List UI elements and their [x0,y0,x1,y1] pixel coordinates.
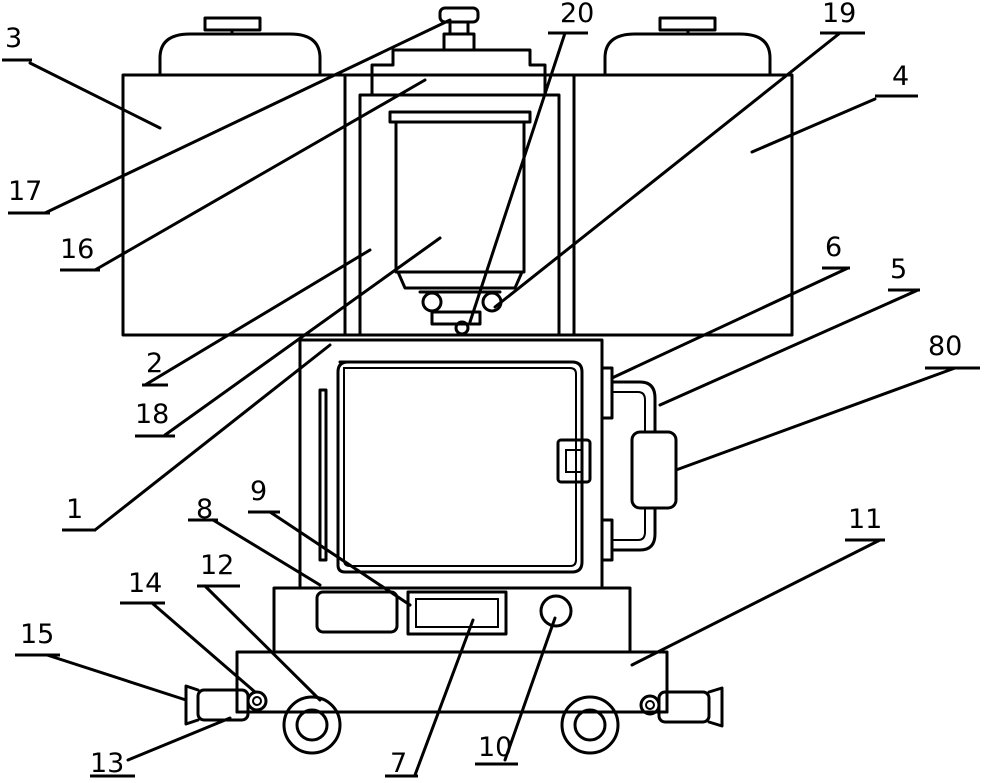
label-3: 3 [5,23,22,54]
label-15: 15 [20,619,54,650]
label-8: 8 [196,494,213,525]
callout-labels: 3 4 17 16 2 18 1 20 19 6 5 80 11 9 8 12 [2,0,980,779]
label-4: 4 [892,61,909,92]
label-10: 10 [478,732,512,763]
cart [184,650,724,755]
label-13: 13 [90,748,124,779]
control-base [272,586,632,654]
label-5: 5 [890,254,907,285]
label-12: 12 [200,550,234,581]
label-16: 16 [60,234,94,265]
label-19: 19 [822,0,856,29]
label-2: 2 [146,348,163,379]
leader-lines [28,18,957,777]
label-6: 6 [825,232,842,263]
main-cabinet [298,338,604,590]
label-9: 9 [250,476,267,507]
label-80: 80 [928,331,962,362]
label-17: 17 [8,176,42,207]
right-tank [572,16,794,337]
filter-cartridge [388,110,532,336]
label-11: 11 [848,504,882,535]
label-20: 20 [560,0,594,29]
left-tank [121,16,347,337]
label-14: 14 [128,568,162,599]
label-1: 1 [66,494,83,525]
label-7: 7 [390,748,407,779]
label-18: 18 [135,399,169,430]
center-housing [343,6,576,337]
side-pump [600,366,678,562]
